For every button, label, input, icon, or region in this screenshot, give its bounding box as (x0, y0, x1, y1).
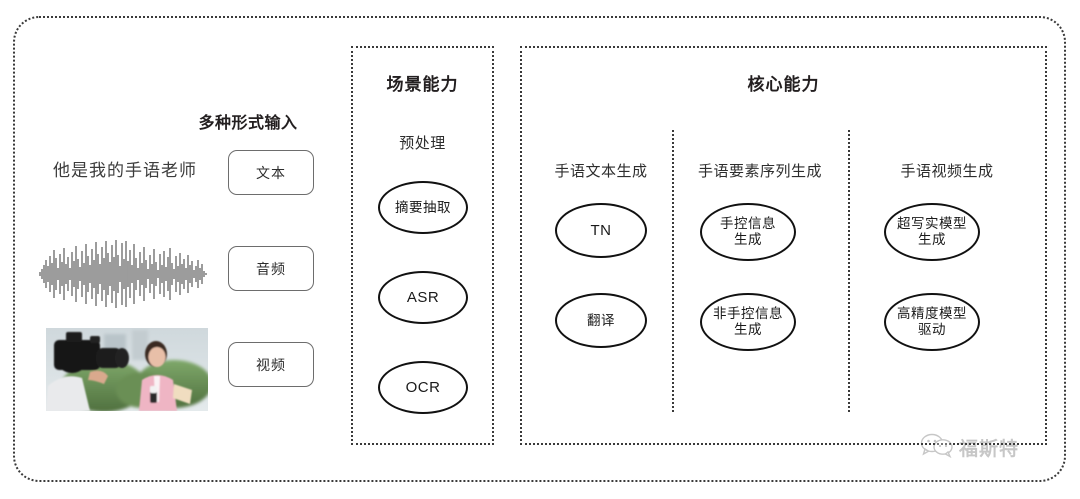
core-panel-title: 核心能力 (747, 75, 820, 94)
node-high-precision-line1: 高精度模型 (897, 306, 967, 322)
core-column-1-label: 手语文本生成 (554, 163, 648, 180)
node-tn-line1: TN (590, 221, 612, 239)
input-section: 多种形式输入 他是我的手语老师 (25, 40, 335, 440)
sample-text-label: 他是我的手语老师 (53, 161, 197, 180)
node-manual-info-generation[interactable]: 手控信息 生成 (700, 203, 796, 261)
node-abstract-extraction[interactable]: 摘要抽取 (378, 181, 468, 234)
core-column-sign-video-generation: 手语视频生成 超写实模型 生成 高精度模型 驱动 (852, 48, 1042, 443)
modality-pill-text[interactable]: 文本 (228, 150, 314, 195)
input-section-heading: 多种形式输入 (198, 115, 298, 132)
modality-pill-video[interactable]: 视频 (228, 342, 314, 387)
wechat-bubble-icon (920, 432, 954, 463)
core-capability-panel: 核心能力 手语文本生成 TN 翻译 手语要素序列生成 手控信息 生成 (520, 46, 1047, 445)
core-column-sign-element-sequence-generation: 手语要素序列生成 手控信息 生成 非手控信息 生成 (674, 48, 846, 443)
outer-frame (13, 16, 1066, 482)
node-translation-line1: 翻译 (587, 312, 615, 328)
node-high-precision-line2: 驱动 (918, 322, 946, 337)
core-column-sign-text-generation: 手语文本生成 TN 翻译 (530, 48, 672, 443)
node-asr[interactable]: ASR (378, 271, 468, 324)
scenario-group-label-preprocessing: 预处理 (399, 135, 446, 152)
node-ocr[interactable]: OCR (378, 361, 468, 414)
watermark: 福斯特 (920, 432, 1019, 463)
scenario-panel-title: 场景能力 (386, 75, 459, 94)
node-translation[interactable]: 翻译 (555, 293, 647, 348)
node-photorealistic-model-generation[interactable]: 超写实模型 生成 (884, 203, 980, 261)
node-photorealistic-line1: 超写实模型 (897, 216, 967, 232)
column-divider-2 (848, 130, 850, 412)
scenario-capability-panel: 场景能力 预处理 摘要抽取 ASR OCR (351, 46, 494, 445)
node-photorealistic-line2: 生成 (918, 232, 946, 247)
core-column-2-label: 手语要素序列生成 (697, 163, 822, 180)
node-high-precision-model-driving[interactable]: 高精度模型 驱动 (884, 293, 980, 351)
core-column-3-label: 手语视频生成 (900, 163, 994, 180)
node-non-manual-info-generation[interactable]: 非手控信息 生成 (700, 293, 796, 351)
watermark-label: 福斯特 (959, 439, 1020, 460)
node-non-manual-info-line2: 生成 (734, 322, 762, 337)
node-manual-info-line1: 手控信息 (720, 216, 776, 232)
modality-pill-audio[interactable]: 音频 (228, 246, 314, 291)
node-manual-info-line2: 生成 (734, 232, 762, 247)
node-tn[interactable]: TN (555, 203, 647, 258)
waveform-icon (38, 238, 210, 310)
video-thumbnail-icon (46, 328, 208, 411)
column-divider-1 (672, 130, 674, 412)
node-non-manual-info-line1: 非手控信息 (713, 306, 783, 322)
